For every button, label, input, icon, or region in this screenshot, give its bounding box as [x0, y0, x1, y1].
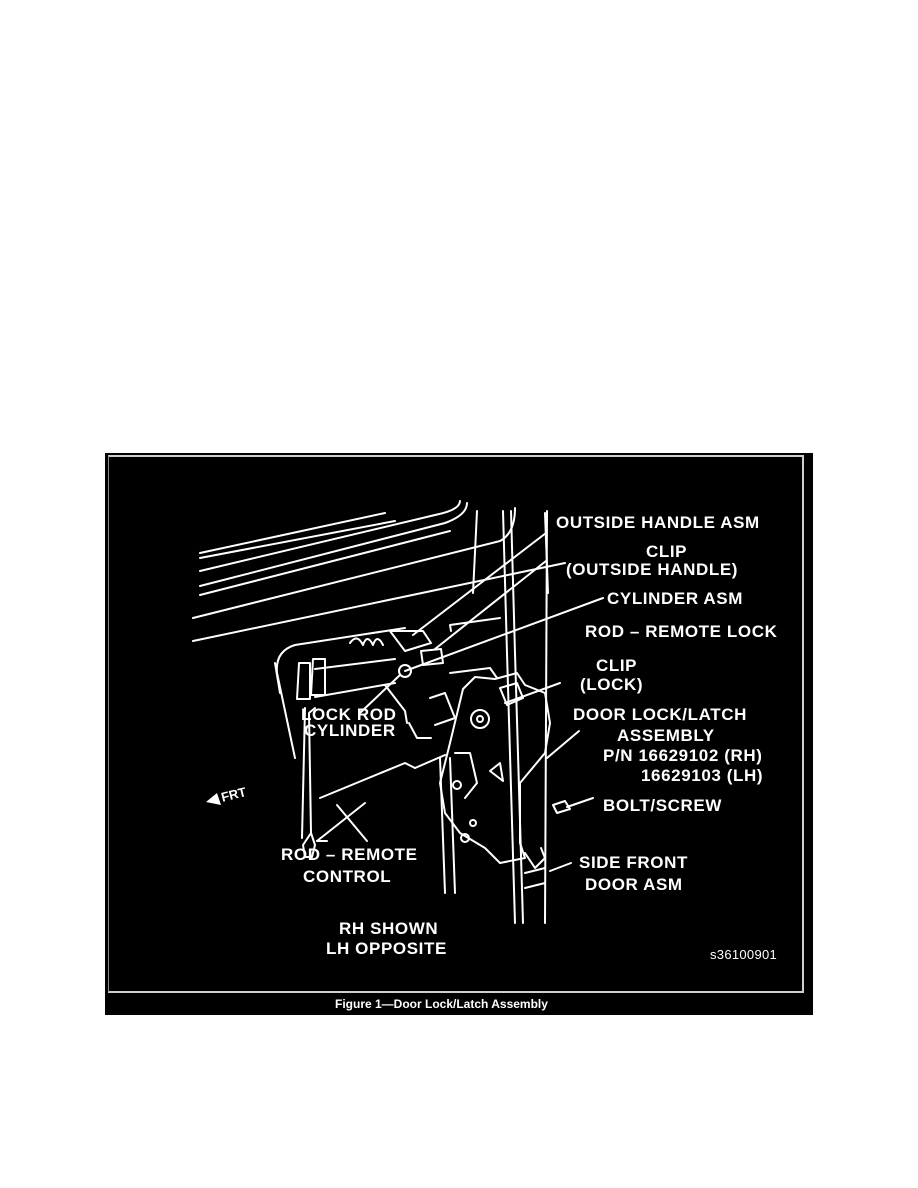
door-lock-latch-illustration	[192, 500, 604, 924]
arrow-left-icon	[206, 793, 221, 805]
label-lh-opposite: LH OPPOSITE	[326, 939, 447, 958]
label-rod-remote-lock: ROD – REMOTE LOCK	[585, 622, 778, 641]
label-rod-remote-control: ROD – REMOTE	[281, 845, 418, 864]
figure-frame	[108, 455, 804, 993]
figure-image-id: s36100901	[710, 947, 778, 962]
label-clip-outside-handle: CLIP	[646, 542, 688, 561]
figure-door-lock-latch-assembly: OUTSIDE HANDLE ASM CLIP (OUTSIDE HANDLE)…	[105, 453, 813, 1015]
label-clip-lock: CLIP	[596, 656, 638, 675]
label-rh-shown: RH SHOWN	[339, 919, 439, 938]
label-lock-rod-cylinder: CYLINDER	[304, 721, 396, 740]
label-part-number-rh: P/N 16629102 (RH)	[603, 746, 763, 765]
label-clip-lock-sub: (LOCK)	[580, 675, 644, 694]
label-clip-outside-handle-sub: (OUTSIDE HANDLE)	[566, 560, 739, 579]
label-part-number-lh: 16629103 (LH)	[641, 766, 764, 785]
label-rod-remote-control-sub: CONTROL	[303, 867, 392, 886]
label-outside-handle-asm: OUTSIDE HANDLE ASM	[556, 513, 760, 532]
label-side-front-door-asm: DOOR ASM	[585, 875, 683, 894]
label-cylinder-asm: CYLINDER ASM	[607, 589, 743, 608]
label-bolt-screw: BOLT/SCREW	[603, 796, 723, 815]
label-door-lock-latch: DOOR LOCK/LATCH	[573, 705, 747, 724]
figure-caption: Figure 1—Door Lock/Latch Assembly	[335, 997, 548, 1011]
label-side-front-door: SIDE FRONT	[579, 853, 688, 872]
label-lock-rod: LOCK ROD	[301, 705, 397, 724]
label-door-lock-latch-assembly: ASSEMBLY	[617, 726, 715, 745]
